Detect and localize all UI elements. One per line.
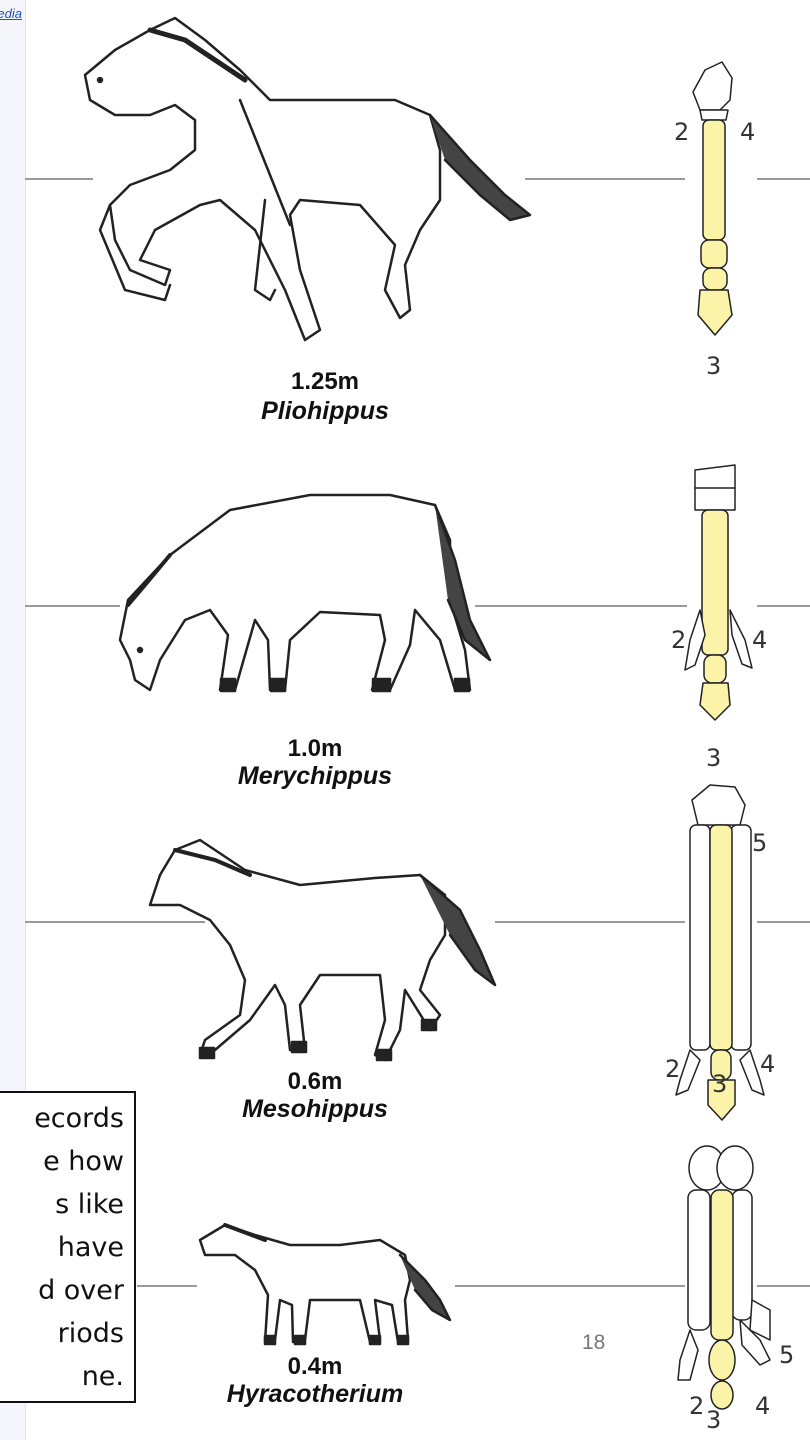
size-label: 0.6m <box>215 1068 415 1096</box>
mesohippus-horse-drawing <box>150 840 495 1060</box>
digit-label: 2 <box>665 1055 680 1083</box>
hyracotherium-horse-drawing <box>200 1225 450 1344</box>
digit-label: 5 <box>779 1341 794 1369</box>
digit-label: 4 <box>752 626 767 654</box>
digit-label: 3 <box>706 352 721 380</box>
text-line: ne. <box>82 1361 124 1392</box>
digit-label: 2 <box>671 626 686 654</box>
merychippus-foot-bones <box>685 465 752 720</box>
digit-label: 3 <box>712 1070 727 1098</box>
digit-label: 4 <box>760 1050 775 1078</box>
digit-label: 4 <box>740 118 755 146</box>
merychippus-horse-drawing <box>120 495 490 691</box>
genus-label: Mesohippus <box>190 1095 440 1124</box>
genus-label: Merychippus <box>190 762 440 791</box>
text-line: e how <box>43 1146 124 1177</box>
digit-label: 3 <box>706 744 721 772</box>
text-line: s like <box>55 1189 124 1220</box>
size-label: 1.25m <box>225 368 425 396</box>
genus-label: Pliohippus <box>200 397 450 426</box>
digit-label: 3 <box>706 1406 721 1434</box>
text-line: have <box>58 1232 124 1263</box>
page-number: 18 <box>582 1331 605 1355</box>
text-box: ecords e how s like have d over riods ne… <box>0 1091 136 1403</box>
digit-label: 2 <box>689 1392 704 1420</box>
digit-label: 5 <box>752 829 767 857</box>
size-label: 1.0m <box>215 735 415 763</box>
pliohippus-foot-bones <box>693 62 732 335</box>
text-line: ecords <box>34 1103 124 1134</box>
hyracotherium-foot-bones <box>678 1146 770 1409</box>
digit-label: 2 <box>674 118 689 146</box>
text-line: riods <box>58 1318 124 1349</box>
genus-label: Hyracotherium <box>180 1380 450 1409</box>
size-label: 0.4m <box>215 1353 415 1381</box>
digit-label: 4 <box>755 1392 770 1420</box>
text-line: d over <box>38 1275 124 1306</box>
pliohippus-horse-drawing <box>85 18 530 340</box>
